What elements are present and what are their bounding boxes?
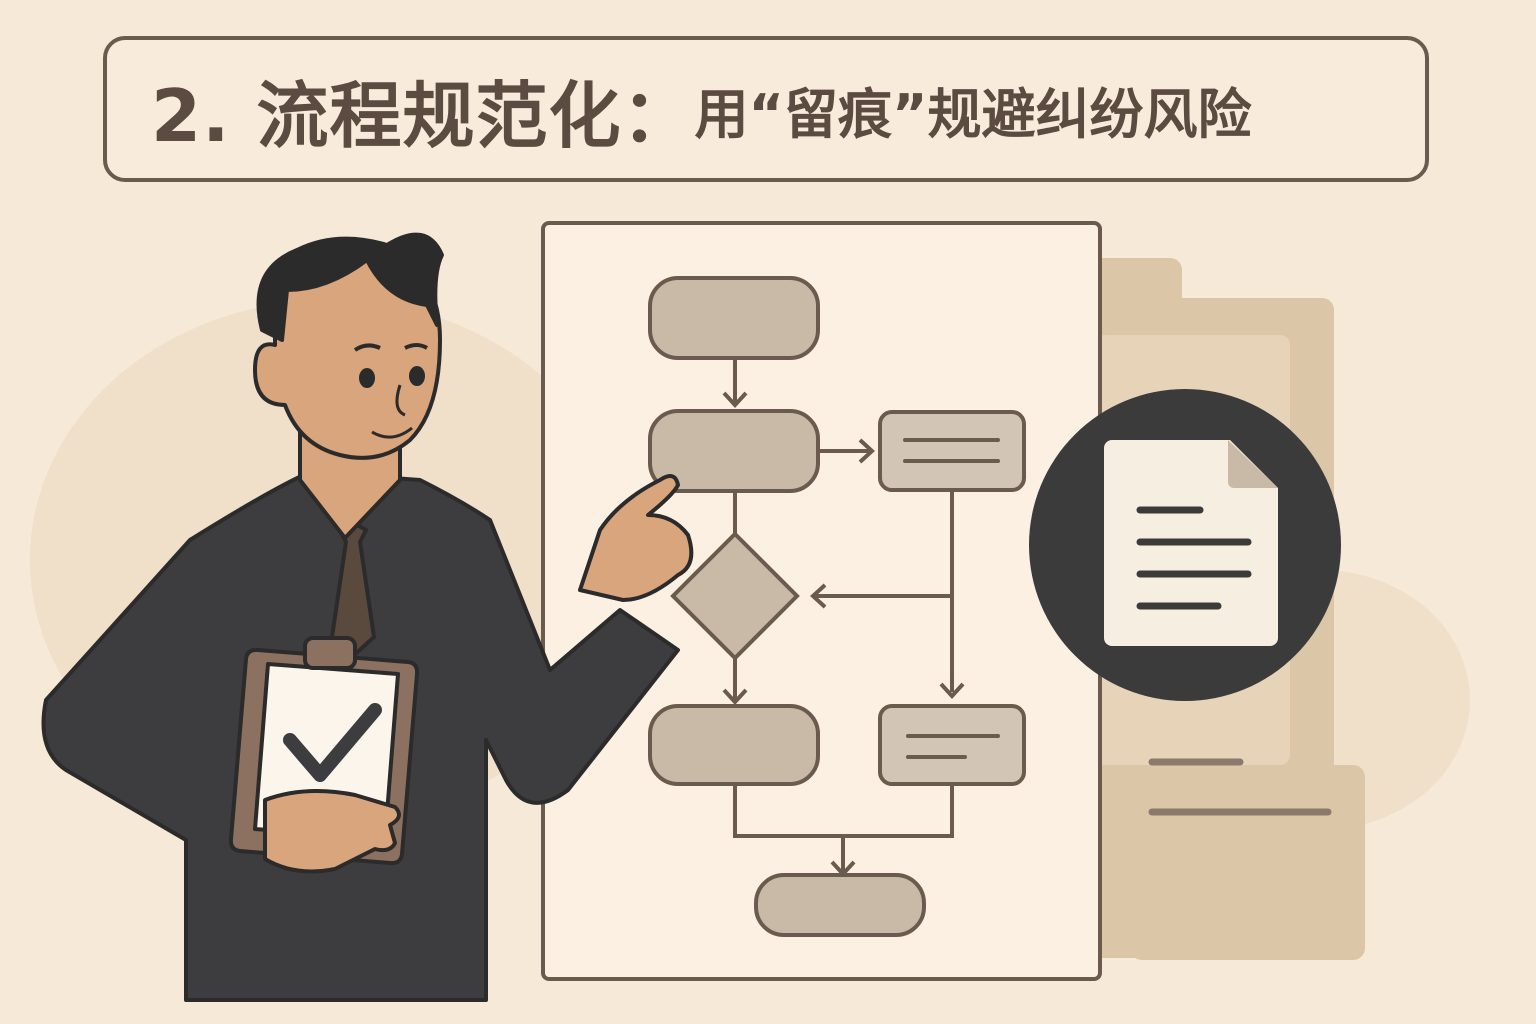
flowchart-process-node xyxy=(648,409,820,493)
flowchart-process-node xyxy=(648,704,820,786)
title-banner: 2. 流程规范化： 用“留痕”规避纠纷风险 xyxy=(103,36,1429,182)
document-icon xyxy=(1029,389,1341,701)
title-main: 2. 流程规范化： xyxy=(151,73,695,158)
flowchart-document-node xyxy=(878,704,1026,786)
businessman xyxy=(41,232,694,1002)
title-subtitle: 用“留痕”规避纠纷风险 xyxy=(694,82,1252,146)
flowchart-end-node xyxy=(754,873,926,937)
flowchart-document-node xyxy=(878,410,1026,492)
flowchart-connectors xyxy=(722,358,965,877)
flowchart-start-node xyxy=(648,276,820,360)
flowchart-decision-node xyxy=(670,531,800,661)
